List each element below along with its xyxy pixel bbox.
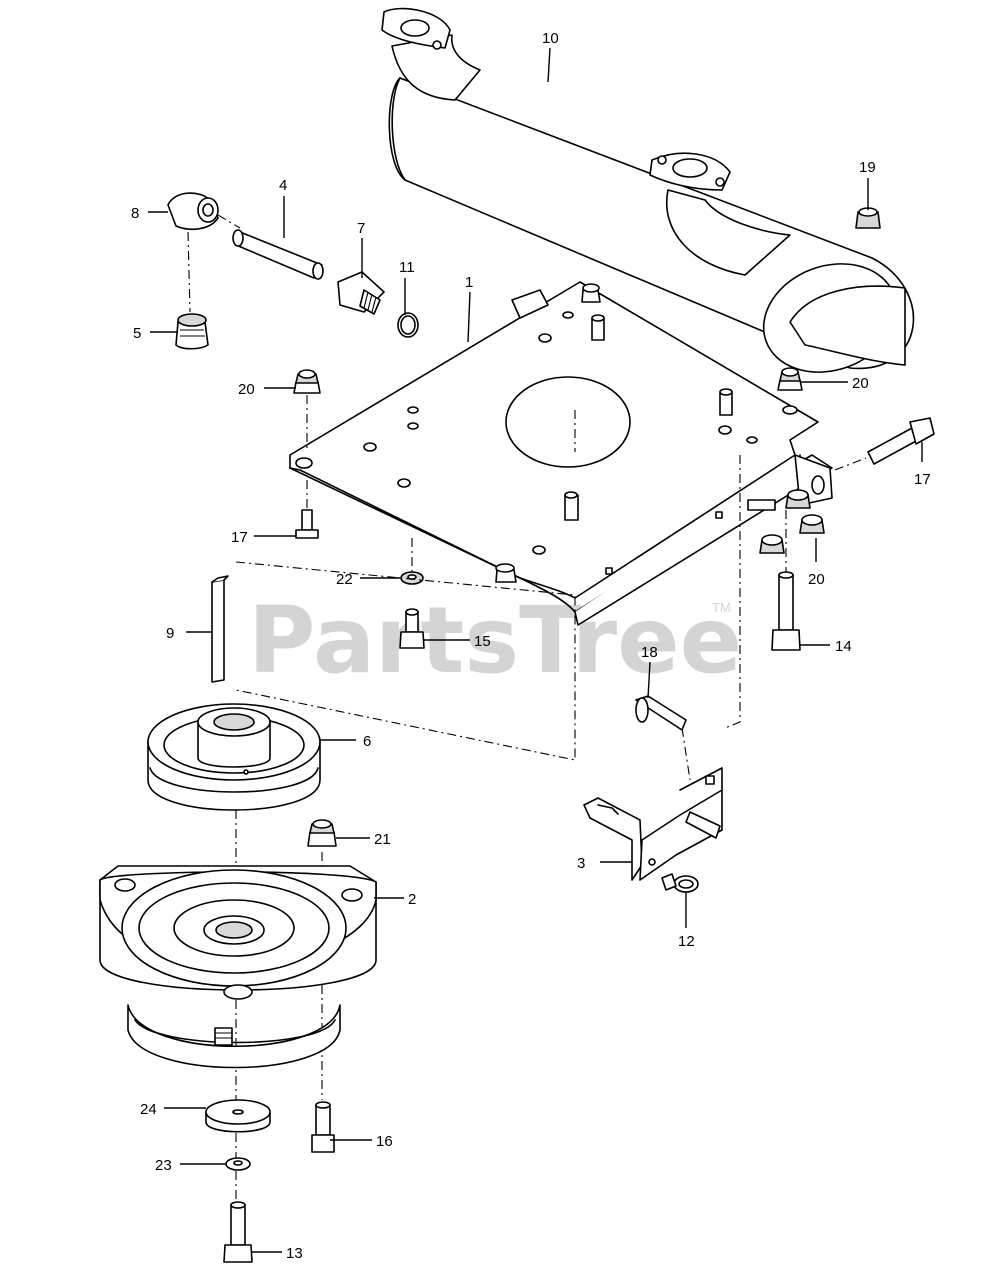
callout-20-left: 20	[238, 381, 255, 398]
callout-10: 10	[542, 30, 559, 47]
callout-15: 15	[474, 633, 491, 650]
watermark-tm: TM	[712, 600, 731, 615]
callout-13: 13	[286, 1245, 303, 1262]
callout-18: 18	[641, 644, 658, 661]
callout-7: 7	[357, 220, 365, 237]
callout-20-lower: 20	[808, 571, 825, 588]
bolt-16	[311, 1101, 335, 1153]
watermark-text: PartsTree	[248, 587, 742, 694]
callout-3: 3	[577, 855, 585, 872]
callout-1: 1	[465, 274, 473, 291]
callout-19: 19	[859, 159, 876, 176]
callout-24: 24	[140, 1101, 157, 1118]
nipple-pipe	[232, 229, 324, 280]
callout-20-right: 20	[852, 375, 869, 392]
bolt-15	[399, 608, 425, 649]
clutch-2	[99, 865, 377, 1069]
callout-14: 14	[835, 638, 852, 655]
bolt-18	[635, 695, 687, 731]
callout-11: 11	[399, 259, 415, 276]
key-9	[211, 575, 229, 683]
bracket-3	[583, 767, 723, 881]
bolt-17-left	[295, 509, 319, 539]
elbow-fitting	[167, 192, 219, 231]
flange-nut-20-right	[777, 367, 803, 391]
washer-23	[225, 1157, 251, 1171]
callout-8: 8	[131, 205, 139, 222]
flange-nut-20-left	[293, 369, 321, 394]
flange-nut-19	[855, 207, 881, 229]
bolt-13	[223, 1201, 253, 1263]
nut-21	[307, 819, 337, 847]
leader-lines	[148, 47, 923, 1253]
callout-23: 23	[155, 1157, 172, 1174]
callout-5: 5	[133, 325, 141, 342]
callout-2: 2	[408, 891, 416, 908]
spacer-24	[205, 1099, 271, 1133]
o-ring	[397, 312, 419, 338]
callout-4: 4	[279, 177, 287, 194]
callout-12: 12	[678, 933, 695, 950]
clamp-12	[661, 873, 699, 893]
pulley-6	[147, 703, 321, 811]
callout-labels: 10 19 4 8 7 11 1 5 20 20 17 17 22 20 15 …	[131, 30, 931, 1262]
callout-16: 16	[376, 1133, 393, 1150]
nuts-20-cluster	[747, 489, 825, 554]
bolt-14	[771, 571, 801, 651]
bolt-17-right	[867, 417, 935, 465]
callout-9: 9	[166, 625, 174, 642]
callout-22: 22	[336, 571, 353, 588]
callout-21: 21	[374, 831, 391, 848]
callout-17-left: 17	[231, 529, 248, 546]
pipe-plug	[175, 313, 209, 350]
muffler	[381, 7, 915, 373]
washer-22	[400, 571, 424, 585]
callout-6: 6	[363, 733, 371, 750]
adapter-fitting	[337, 271, 385, 315]
mounting-plate	[289, 281, 833, 626]
callout-17-right: 17	[914, 471, 931, 488]
